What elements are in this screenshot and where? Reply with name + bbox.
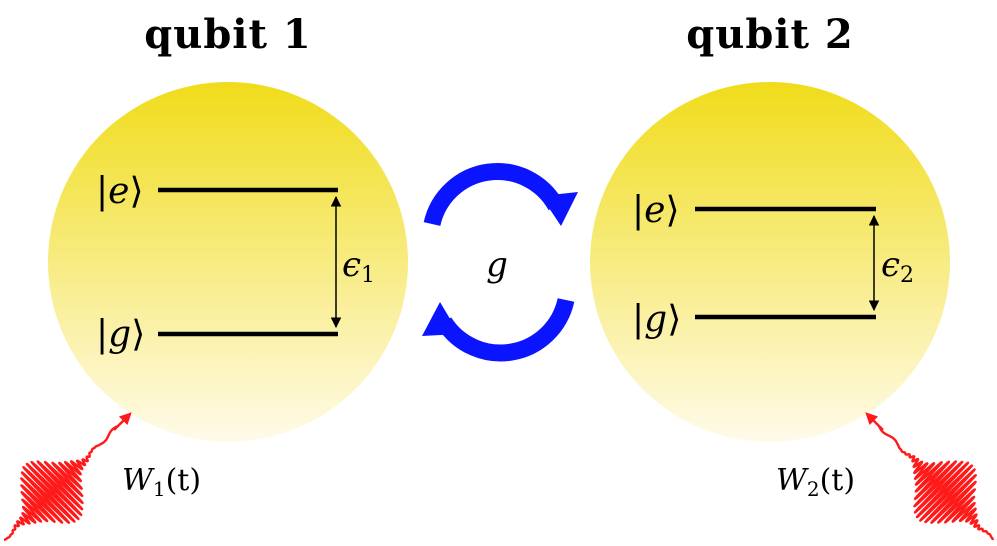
qubit-1-ground-ket: |g⟩ xyxy=(96,314,145,355)
qubit-2: qubit 2 |e⟩ |g⟩ ϵ2 W2(t) xyxy=(590,11,995,541)
qubit-1-drive-pulse-icon xyxy=(3,412,132,542)
circular-exchange-arrows-icon xyxy=(422,163,578,362)
qubit-2-excited-ket: |e⟩ xyxy=(632,190,680,231)
qubit-1-drive-label: W1(t) xyxy=(122,463,201,501)
qubit-2-energy-label: ϵ2 xyxy=(881,245,914,288)
qubit-2-title: qubit 2 xyxy=(686,11,853,58)
qubit-1-energy-label: ϵ1 xyxy=(342,245,375,288)
qubit-1-sphere xyxy=(48,82,408,442)
qubit-2-drive-label: W2(t) xyxy=(776,463,855,501)
qubit-2-ground-ket: |g⟩ xyxy=(632,299,681,340)
qubit-2-drive-pulse-icon xyxy=(865,412,995,541)
qubit-1-title: qubit 1 xyxy=(144,11,311,58)
coupling-label: g xyxy=(486,245,508,285)
qubit-1: qubit 1 |e⟩ |g⟩ ϵ1 W1(t) xyxy=(3,11,408,542)
qubit-2-sphere xyxy=(590,82,950,442)
coupling: g xyxy=(422,163,578,362)
qubit-1-excited-ket: |e⟩ xyxy=(96,171,144,212)
